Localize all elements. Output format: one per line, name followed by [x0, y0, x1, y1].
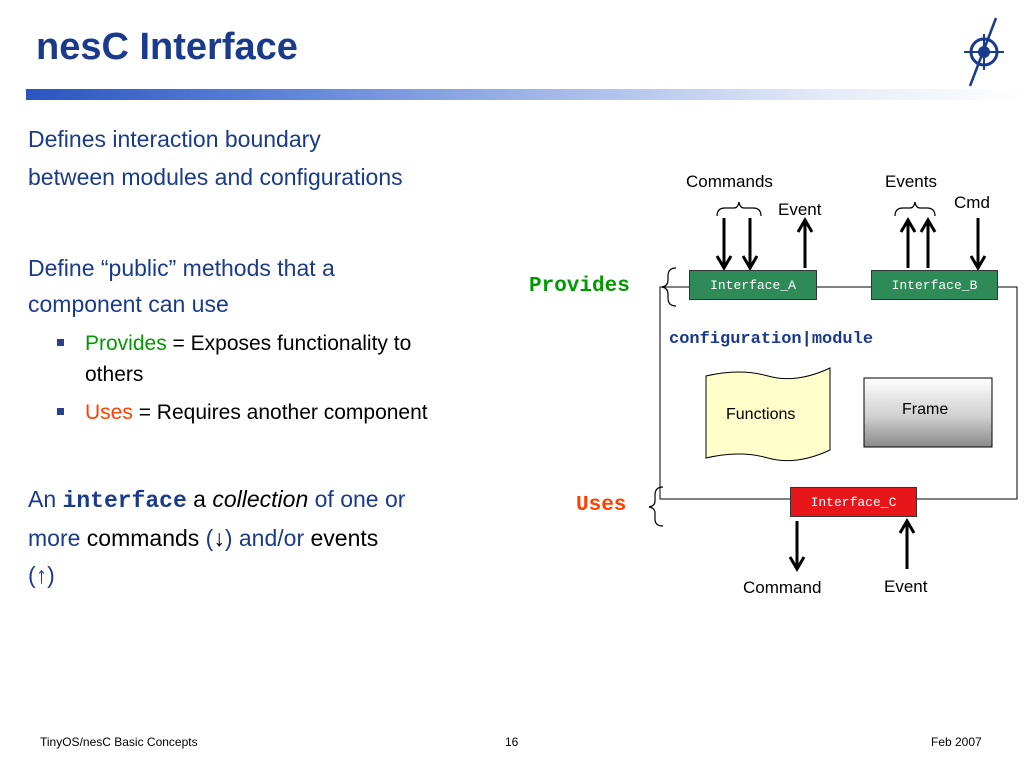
- bullet-square-icon: [57, 408, 64, 415]
- para3-and-or: ) and/or: [224, 525, 311, 551]
- page-number: 16: [505, 735, 519, 749]
- frame-box: [863, 377, 993, 448]
- commands-brace: [716, 201, 762, 217]
- para1-line2: between modules and configurations: [28, 164, 403, 190]
- para3-of-one-or: of one or: [308, 486, 406, 512]
- para3-an: An: [28, 486, 63, 512]
- para2-line1: Define “public” methods that a: [28, 255, 335, 281]
- compass-logo-icon: [964, 17, 1004, 87]
- label-events: Events: [885, 172, 937, 191]
- interface-a-box: Interface_A: [689, 270, 817, 300]
- frame-label: Frame: [902, 401, 949, 418]
- label-event-bottom: Event: [884, 577, 928, 596]
- label-commands: Commands: [686, 172, 773, 191]
- uses-desc: = Requires another component: [132, 401, 428, 424]
- para3-open-paren: (: [199, 525, 214, 551]
- title-rule: [26, 89, 1024, 100]
- para3-events: events: [310, 525, 379, 551]
- label-cmd: Cmd: [954, 193, 990, 212]
- provides-label: Provides: [529, 275, 630, 298]
- label-event-top: Event: [778, 200, 822, 219]
- para3-interface-code: interface: [62, 488, 187, 514]
- para3-more: more: [28, 525, 87, 551]
- footer-title: TinyOS/nesC Basic Concepts: [40, 735, 198, 749]
- uses-keyword: Uses: [85, 401, 133, 424]
- para3-line3: (↑): [28, 562, 55, 588]
- provides-keyword: Provides: [85, 332, 167, 355]
- para3-commands: commands: [86, 525, 200, 551]
- uses-brace: [648, 486, 664, 527]
- down-arrow-icon: ↓: [213, 525, 225, 551]
- bullet-provides: Provides = Exposes functionality to: [85, 328, 411, 359]
- para3-line2: more commands (↓) and/or events: [28, 520, 378, 556]
- config-module-label: configuration|module: [669, 330, 874, 349]
- events-brace: [894, 201, 936, 217]
- footer-date: Feb 2007: [931, 735, 982, 749]
- para3-line1: An interface a collection of one or: [28, 481, 405, 519]
- para2-line2: component can use: [28, 291, 229, 317]
- para3-a: a: [186, 486, 213, 512]
- bullet-provides-cont: others: [85, 363, 144, 386]
- slide-title: nesC Interface: [36, 26, 298, 68]
- uses-label: Uses: [576, 494, 627, 517]
- label-command-bottom: Command: [743, 578, 822, 597]
- provides-brace: [661, 267, 677, 307]
- interface-c-box: Interface_C: [790, 487, 917, 517]
- functions-shape: [705, 367, 831, 462]
- para1-line1: Defines interaction boundary: [28, 126, 321, 152]
- bullet-square-icon: [57, 339, 64, 346]
- para3-collection: collection: [212, 486, 309, 512]
- functions-label: Functions: [726, 406, 796, 423]
- interface-b-box: Interface_B: [871, 270, 998, 300]
- bullet-uses: Uses = Requires another component: [85, 397, 428, 428]
- provides-desc: = Exposes functionality to: [166, 332, 412, 355]
